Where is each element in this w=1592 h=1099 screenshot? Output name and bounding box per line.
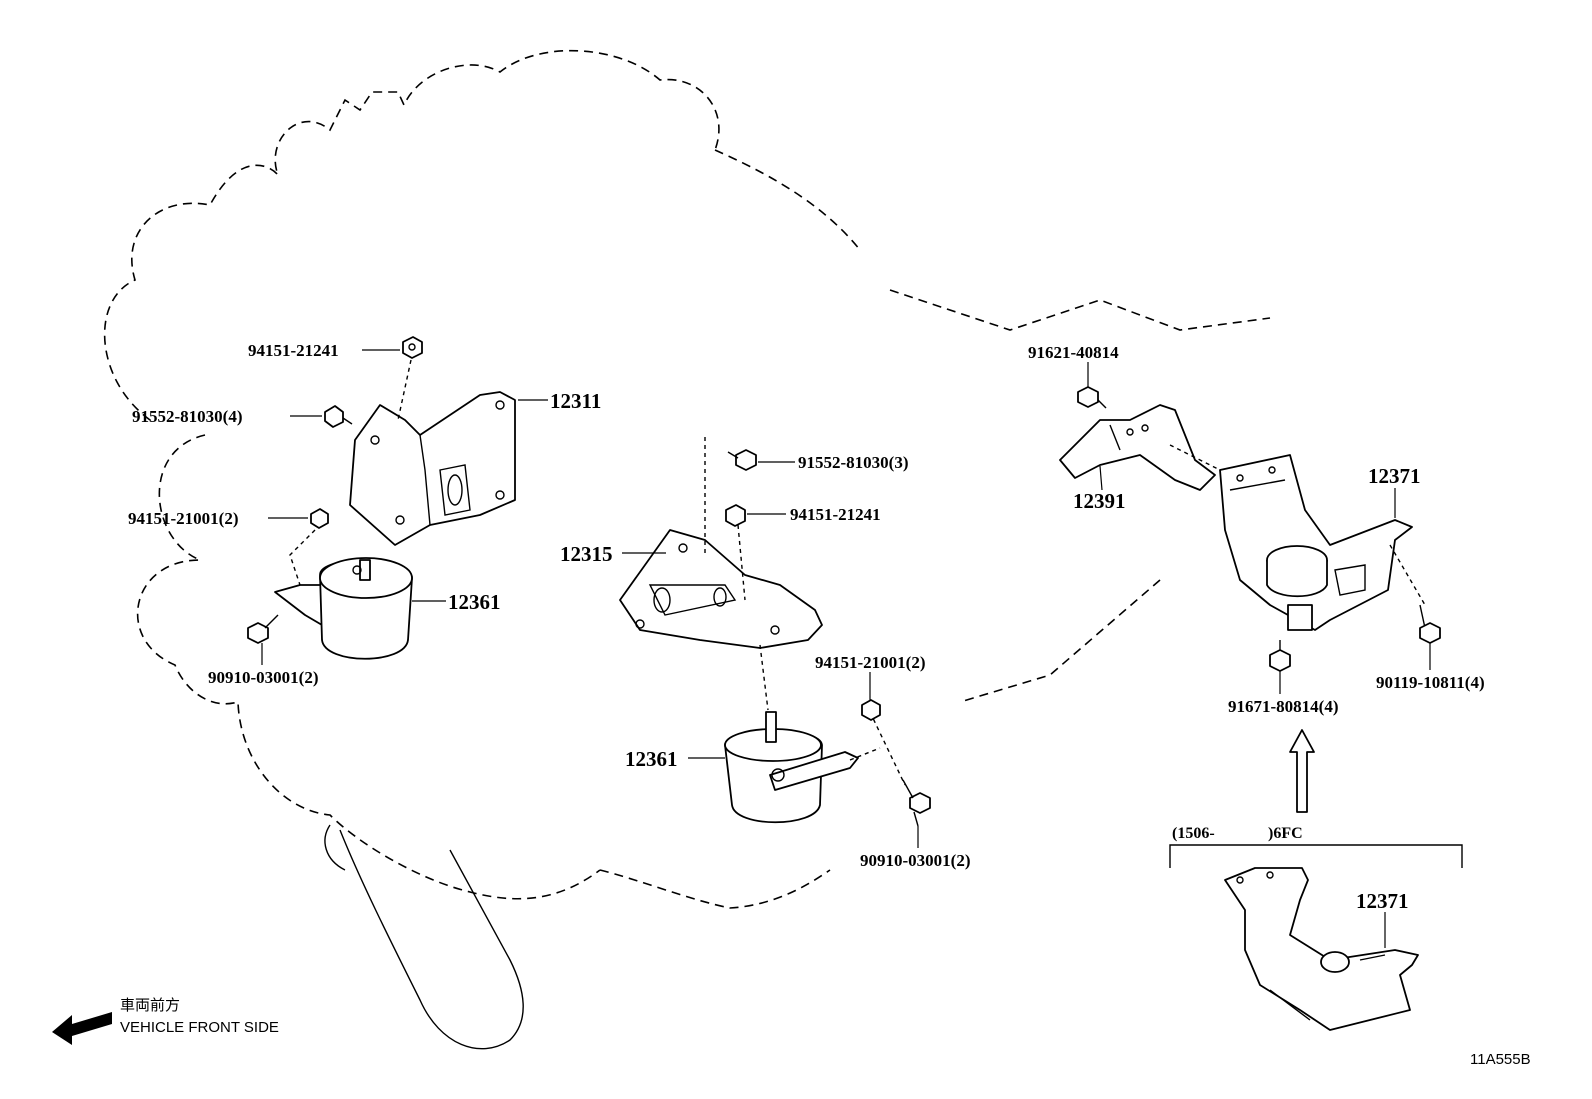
bolt-90910-a	[247, 614, 279, 644]
guide-line-b	[289, 529, 316, 586]
label-94151-21241-b: 94151-21241	[790, 505, 881, 524]
mount-12371-a	[1219, 454, 1413, 631]
label-12371-b: 12371	[1356, 889, 1409, 913]
guide-line-h	[1169, 444, 1221, 471]
bolt-91552-a	[324, 405, 353, 428]
bracket-12311	[349, 391, 516, 546]
label-12361-b: 12361	[625, 747, 678, 771]
guide-line-g	[869, 711, 906, 786]
label-12311: 12311	[550, 389, 601, 413]
figure-code: 11A555B	[1470, 1051, 1531, 1068]
label-91552-81030-3: 91552-81030(3)	[798, 453, 908, 472]
inset-bracket	[1169, 844, 1463, 868]
inset-range-start: (1506-	[1172, 825, 1215, 842]
bolt-91671	[1269, 640, 1291, 672]
bolt-90119	[1419, 604, 1441, 644]
mount-12361-a	[274, 557, 413, 660]
label-90910-03001-2-a: 90910-03001(2)	[208, 668, 318, 687]
bolt-90910-b	[902, 779, 931, 827]
label-91621-40814: 91621-40814	[1028, 343, 1119, 362]
nut-94151-21241-b	[725, 504, 746, 527]
label-91671-80814-4: 91671-80814(4)	[1228, 697, 1338, 716]
label-90910-03001-2-b: 90910-03001(2)	[860, 851, 970, 870]
part-labels: 94151-21241 91552-81030(4) 12311 94151-2…	[120, 341, 1531, 1068]
mount-12361-b	[724, 711, 859, 824]
label-90119-10811-4: 90119-10811(4)	[1376, 673, 1485, 692]
guide-line-e	[759, 644, 769, 711]
label-94151-21001-2-a: 94151-21001(2)	[128, 509, 238, 528]
guide-line-a	[397, 359, 412, 421]
vehicle-front-arrow	[52, 1012, 112, 1045]
label-91552-81030-4: 91552-81030(4)	[132, 407, 242, 426]
bolt-91621	[1077, 386, 1107, 409]
mount-12371-b	[1224, 867, 1419, 1031]
leader-lines	[261, 349, 1431, 948]
label-12361-a: 12361	[448, 590, 501, 614]
inset-range-end: )6FC	[1268, 825, 1303, 842]
bolt-91552-b	[727, 449, 757, 471]
label-12391: 12391	[1073, 489, 1126, 513]
label-12371-a: 12371	[1368, 464, 1421, 488]
engine-outline	[103, 49, 1271, 909]
intake-pipe	[324, 824, 524, 1050]
label-94151-21241-a: 94151-21241	[248, 341, 339, 360]
guide-line-f	[849, 747, 881, 761]
nut-94151-21241-a	[402, 336, 423, 359]
nut-94151-21001-b	[861, 699, 881, 721]
legend-japanese: 車両前方	[120, 997, 180, 1014]
bracket-12391	[1059, 404, 1216, 491]
nut-94151-21001-a	[310, 508, 329, 529]
legend-english: VEHICLE FRONT SIDE	[120, 1019, 279, 1036]
bracket-12315	[619, 529, 823, 649]
inset-pointer-arrow	[1289, 729, 1315, 813]
label-12315: 12315	[560, 542, 613, 566]
label-94151-21001-2-b: 94151-21001(2)	[815, 653, 925, 672]
guide-line-i	[1389, 544, 1426, 606]
